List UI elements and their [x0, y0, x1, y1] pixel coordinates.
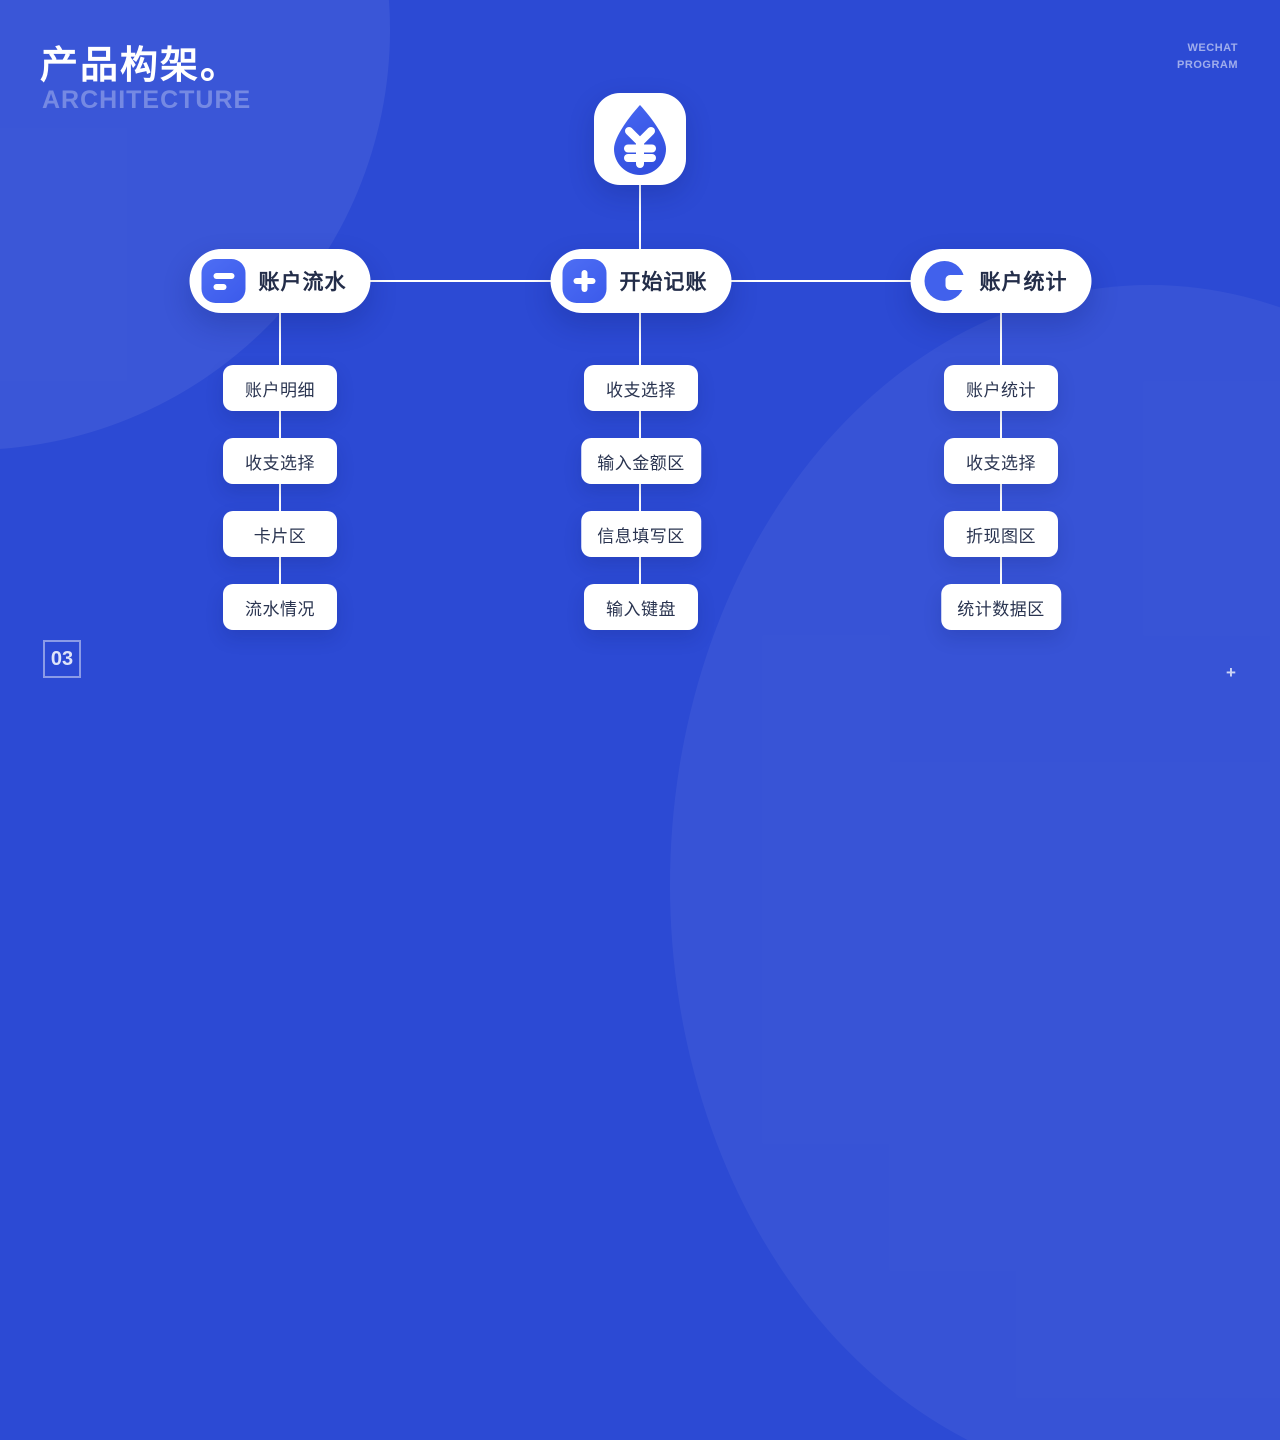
page-title: 产品构架。 — [40, 45, 241, 87]
child-node: 输入键盘 — [584, 584, 698, 630]
yuan-drop-app-icon — [614, 105, 666, 175]
child-node: 流水情况 — [223, 584, 337, 630]
child-node: 信息填写区 — [581, 511, 701, 557]
child-node: 收支选择 — [584, 365, 698, 411]
page-subtitle: ARCHITECTURE — [42, 86, 252, 114]
pie-chart-glyph — [924, 261, 967, 301]
child-node: 账户明细 — [223, 365, 337, 411]
child-node: 输入金额区 — [581, 438, 701, 484]
child-node: 卡片区 — [223, 511, 337, 557]
plus-glyph — [573, 270, 596, 292]
branch-node-account-statistics: 账户统计 — [910, 249, 1092, 313]
child-node: 折现图区 — [944, 511, 1058, 557]
branch-label: 账户统计 — [979, 271, 1068, 294]
corner-note-line1: WECHAT — [1187, 42, 1238, 54]
list-lines-glyph — [213, 272, 234, 290]
child-node: 收支选择 — [223, 438, 337, 484]
connector-root-vertical — [639, 138, 641, 284]
branch-node-account-flow: 账户流水 — [189, 249, 371, 313]
plus-mark: + — [1226, 663, 1236, 682]
pie-chart-icon — [923, 259, 967, 303]
plus-icon — [562, 259, 607, 303]
app-logo — [594, 93, 686, 185]
child-node: 收支选择 — [944, 438, 1058, 484]
page-number: 03 — [43, 640, 81, 678]
branch-node-start-bookkeeping: 开始记账 — [550, 249, 732, 313]
child-node: 账户统计 — [944, 365, 1058, 411]
branch-label: 开始记账 — [619, 271, 708, 294]
corner-note-line2: PROGRAM — [1177, 58, 1238, 71]
branch-label: 账户流水 — [258, 271, 347, 294]
child-node: 统计数据区 — [941, 584, 1061, 630]
list-lines-icon — [201, 259, 246, 303]
corner-note: WECHAT PROGRAM — [1177, 40, 1238, 73]
